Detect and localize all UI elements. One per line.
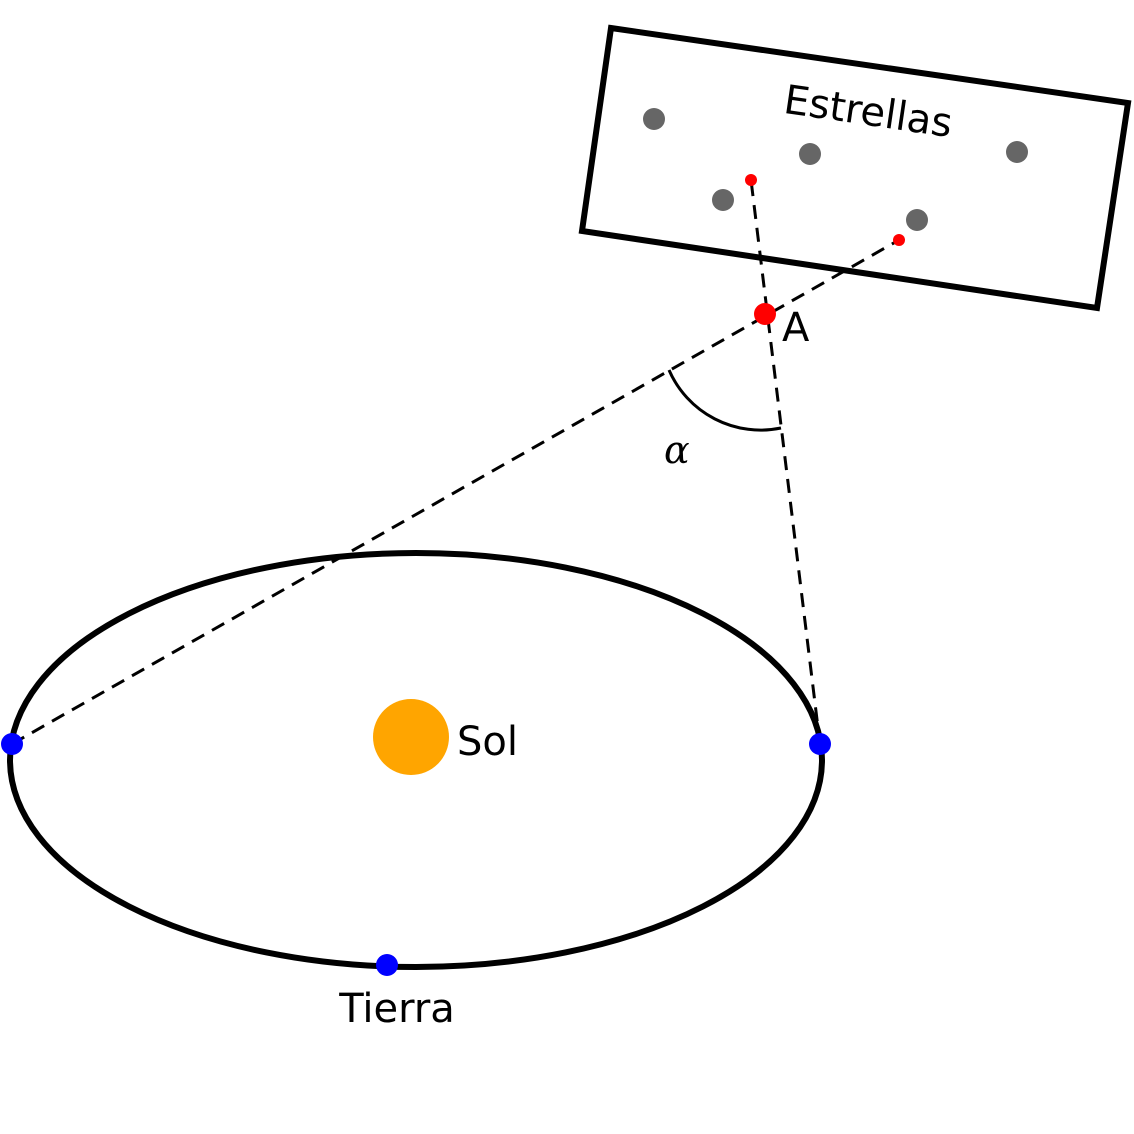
earth-label: Tierra: [338, 986, 455, 1032]
point-a-label: A: [782, 305, 810, 351]
earth-position-bottom: [376, 954, 398, 976]
background-star: [1006, 141, 1028, 163]
parallax-angle-arc: [667, 369, 782, 432]
star-field-frame: [578, 24, 1132, 312]
stars-label: Estrellas: [781, 77, 955, 147]
apparent-position-left: [893, 234, 905, 246]
earth-position-left: [1, 733, 23, 755]
sun-label: Sol: [457, 719, 518, 765]
apparent-position-right: [745, 174, 757, 186]
angle-label: α: [664, 428, 690, 472]
sun: [373, 699, 449, 775]
background-star: [799, 143, 821, 165]
sight-line-right: [749, 179, 822, 745]
earth-orbit: [7, 550, 825, 970]
background-star: [643, 108, 665, 130]
background-star: [712, 189, 734, 211]
nearby-star-a: [754, 303, 776, 325]
background-star: [906, 209, 928, 231]
sight-line-left: [11, 238, 900, 746]
earth-position-right: [809, 733, 831, 755]
